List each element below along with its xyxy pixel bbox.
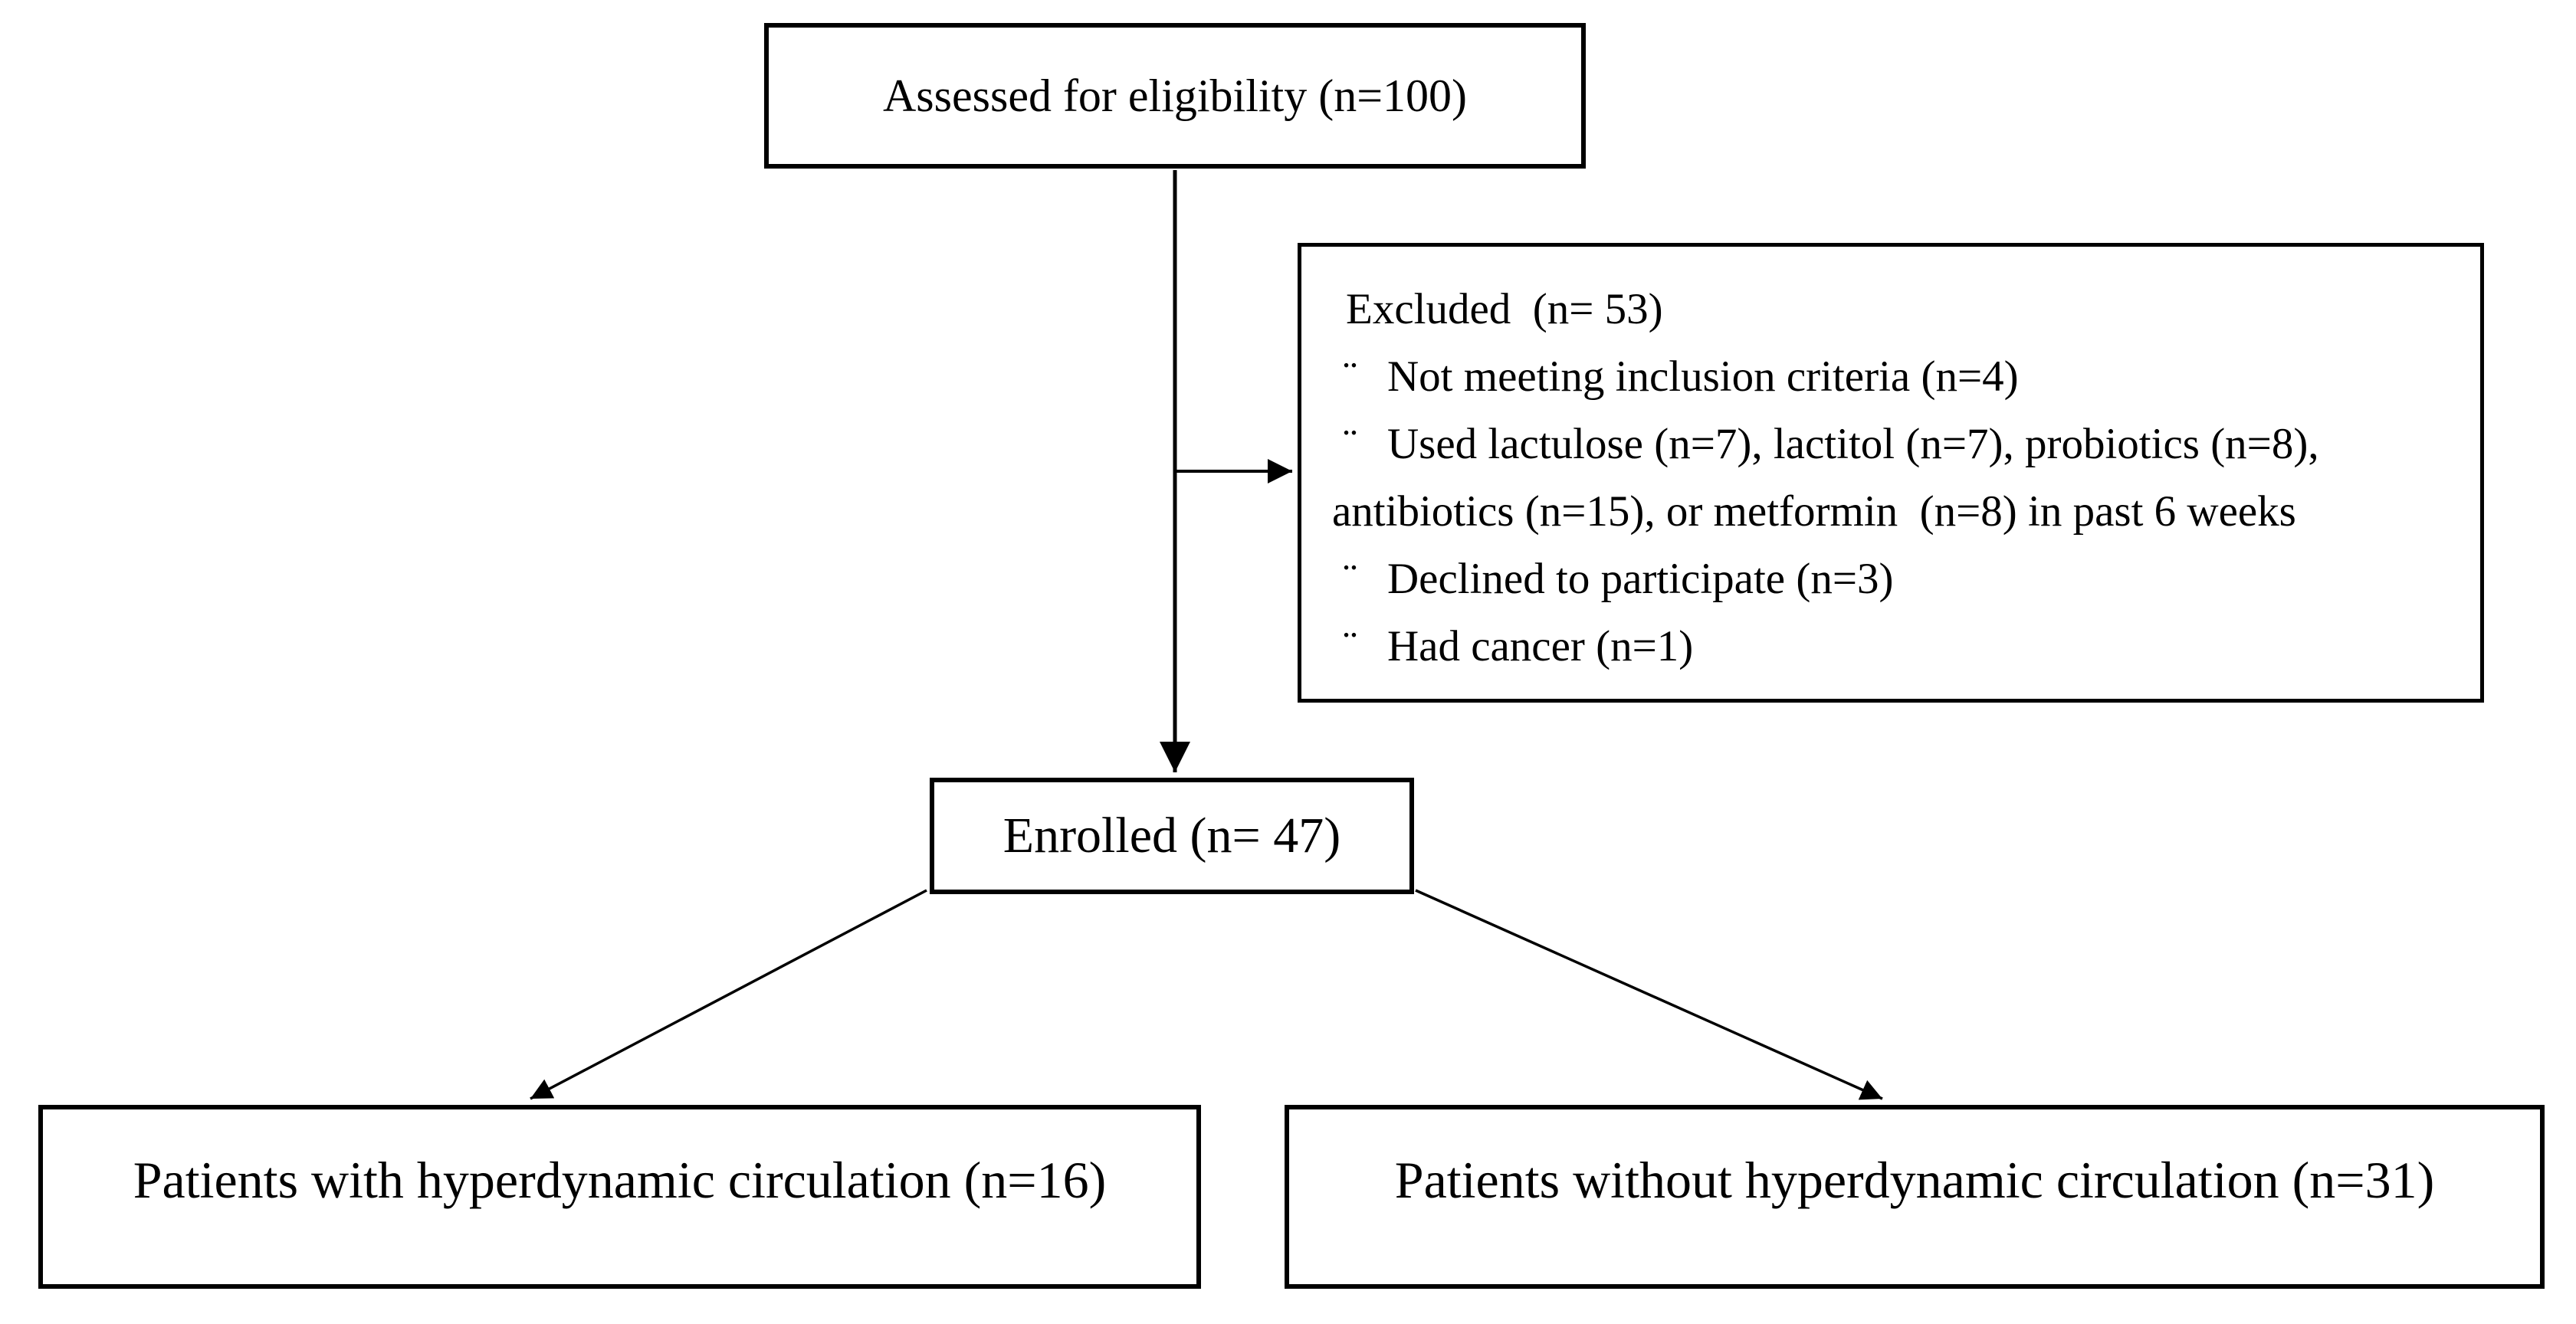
bullet-icon: ¨	[1343, 420, 1357, 468]
excluded-item-text: Had cancer (n=1)	[1387, 622, 1694, 670]
assessed-for-eligibility-box: Assessed for eligibility (n=100)	[764, 23, 1586, 169]
excluded-item: ¨ Declined to participate (n=3)	[1343, 546, 2457, 613]
without-hyperdynamic-label: Patients without hyperdynamic circulatio…	[1394, 1150, 2435, 1209]
bullet-icon: ¨	[1343, 352, 1357, 401]
excluded-item-text: antibiotics (n=15), or metformin (n=8) i…	[1332, 487, 2296, 536]
with-hyperdynamic-box: Patients with hyperdynamic circulation (…	[38, 1105, 1201, 1289]
enrolled-box: Enrolled (n= 47)	[930, 778, 1414, 894]
assessed-for-eligibility-label: Assessed for eligibility (n=100)	[882, 70, 1468, 121]
without-hyperdynamic-box: Patients without hyperdynamic circulatio…	[1285, 1105, 2545, 1289]
connector-enrolled-to-without-hyperdynamic	[1415, 889, 1883, 1100]
connector-enrolled-to-with-hyperdynamic	[530, 889, 927, 1100]
enrolled-label: Enrolled (n= 47)	[1003, 808, 1341, 864]
excluded-item: ¨ Used lactulose (n=7), lactitol (n=7), p…	[1343, 411, 2457, 478]
bullet-icon: ¨	[1343, 555, 1357, 603]
excluded-item-text: Used lactulose (n=7), lactitol (n=7), pr…	[1387, 420, 2319, 468]
excluded-item: ¨ Not meeting inclusion criteria (n=4)	[1343, 343, 2457, 411]
excluded-item-text: Not meeting inclusion criteria (n=4)	[1387, 352, 2019, 401]
excluded-item-text: Declined to participate (n=3)	[1387, 555, 1894, 603]
excluded-item: ¨ Had cancer (n=1)	[1343, 613, 2457, 680]
excluded-item-continuation: antibiotics (n=15), or metformin (n=8) i…	[1332, 478, 2457, 546]
excluded-box: Excluded (n= 53) ¨ Not meeting inclusion …	[1298, 243, 2484, 703]
with-hyperdynamic-label: Patients with hyperdynamic circulation (…	[133, 1150, 1107, 1209]
excluded-title: Excluded (n= 53)	[1346, 285, 1663, 333]
bullet-icon: ¨	[1343, 622, 1357, 670]
